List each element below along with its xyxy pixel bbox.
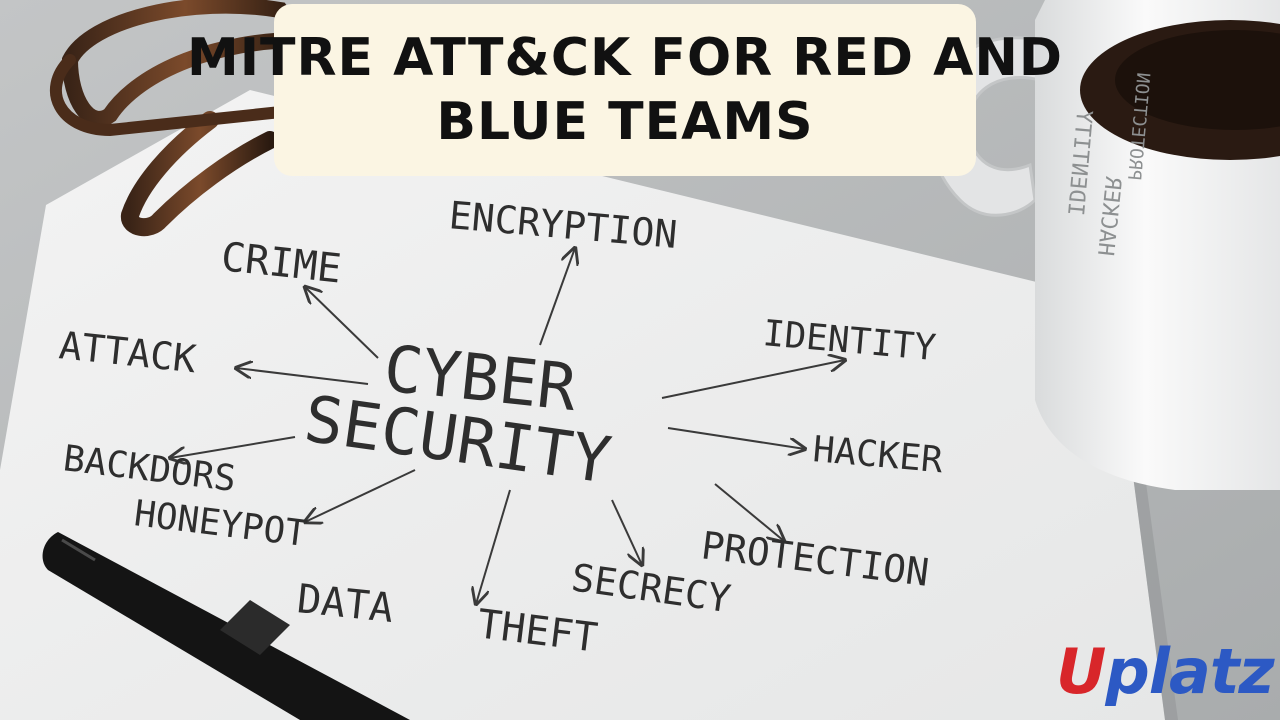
title-line-2: BLUE TEAMS: [436, 92, 814, 152]
pen: [42, 532, 411, 720]
paper-sheet: [0, 90, 1165, 720]
mind-map-arrows: [170, 248, 845, 604]
title-banner: MITRE ATT&CK FOR RED AND BLUE TEAMS: [187, 4, 1062, 176]
title-line-1: MITRE ATT&CK FOR RED AND: [186, 28, 1064, 88]
logo-letter-u: U: [1056, 635, 1106, 708]
logo-text-platz: platz: [1105, 635, 1274, 708]
uplatz-logo: Uplatz: [1056, 636, 1278, 708]
word-data: DATA: [295, 576, 396, 632]
